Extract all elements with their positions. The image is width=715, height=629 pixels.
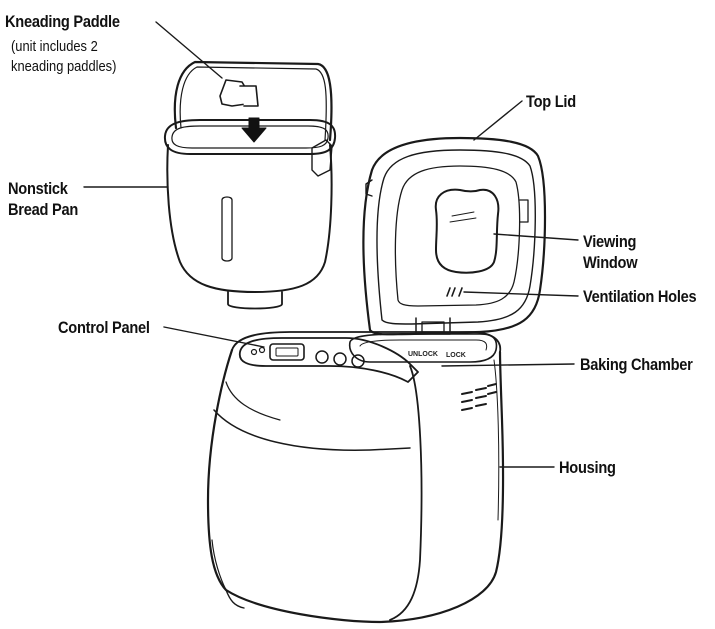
leader-lines	[83, 21, 579, 468]
label-kneading-paddle-note-1: (unit includes 2	[11, 38, 98, 55]
label-bread-pan: Bread Pan	[8, 200, 78, 219]
unlock-marking: UNLOCK	[408, 351, 438, 358]
label-baking-chamber: Baking Chamber	[580, 355, 693, 374]
label-nonstick: Nonstick	[8, 179, 68, 198]
label-ventilation-holes: Ventilation Holes	[583, 287, 697, 306]
lock-marking: LOCK	[446, 352, 466, 359]
label-window: Window	[583, 253, 638, 272]
top-lid	[362, 136, 547, 336]
label-kneading-paddle: Kneading Paddle	[5, 12, 120, 31]
label-kneading-paddle-note-2: kneading paddles)	[11, 58, 117, 75]
kneading-paddle-illustration	[219, 79, 267, 143]
label-control-panel: Control Panel	[58, 318, 150, 337]
bread-pan	[163, 60, 337, 310]
label-housing: Housing	[559, 458, 616, 477]
housing	[206, 331, 505, 624]
label-viewing: Viewing	[583, 232, 637, 251]
label-top-lid: Top Lid	[526, 92, 576, 111]
